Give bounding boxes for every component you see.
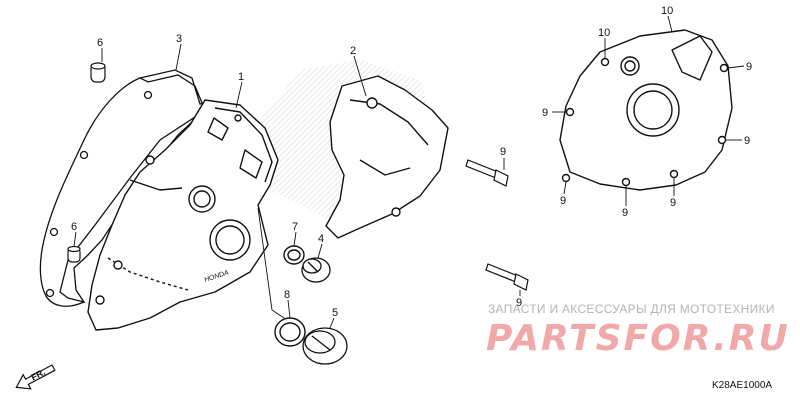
dowel-pin-upper: [90, 62, 106, 83]
callout-10-left: 10: [598, 27, 610, 39]
cover-bracket: [325, 75, 449, 239]
arrow-icon: [15, 364, 56, 390]
callout-labels: 6 3 1 2 6 7 4 8 5 9 9 10 10 9 9 9 9 9 9: [71, 5, 752, 319]
dowel-pin-lower: [67, 245, 81, 263]
bolt-upper: [465, 159, 509, 187]
cap-large: [302, 327, 348, 365]
callout-9-bottom-left: 9: [560, 195, 566, 207]
callout-5: 5: [332, 307, 338, 319]
callout-7: 7: [292, 221, 298, 233]
watermark-caption: ЗАПАСТИ И АКСЕССУАРЫ ДЛЯ МОТОТЕХНИКИ: [488, 302, 775, 316]
watermark-brand: PARTSFOR.RU: [486, 318, 790, 359]
callout-9-lower-bolt: 9: [516, 297, 522, 309]
callout-4: 4: [318, 233, 324, 245]
generator-cover: [559, 29, 733, 191]
diagram-code: K28AE1000A: [712, 380, 773, 391]
callout-9-right-upper: 9: [746, 61, 752, 73]
left-crankcase-cover: HONDA: [87, 99, 279, 331]
callout-9-left: 9: [542, 107, 548, 119]
callout-9-bottom-mid: 9: [622, 207, 628, 219]
o-ring-small: [283, 245, 305, 265]
front-direction-arrow: FR.: [15, 364, 56, 390]
callout-8: 8: [284, 289, 290, 301]
callout-9-bottom-right: 9: [670, 197, 676, 209]
callout-1: 1: [238, 71, 244, 83]
cap-small: [301, 257, 331, 283]
callout-9-right-lower: 9: [744, 135, 750, 147]
callout-6-lower: 6: [71, 221, 77, 233]
callout-10-top: 10: [661, 5, 673, 17]
callout-2: 2: [350, 45, 356, 57]
callout-9-upper-bolt: 9: [500, 146, 506, 158]
callout-6-upper: 6: [97, 37, 103, 49]
leader-lines: [73, 15, 745, 329]
bolt-lower: [485, 263, 529, 291]
o-ring-large: [274, 317, 306, 347]
callout-3: 3: [176, 33, 182, 45]
